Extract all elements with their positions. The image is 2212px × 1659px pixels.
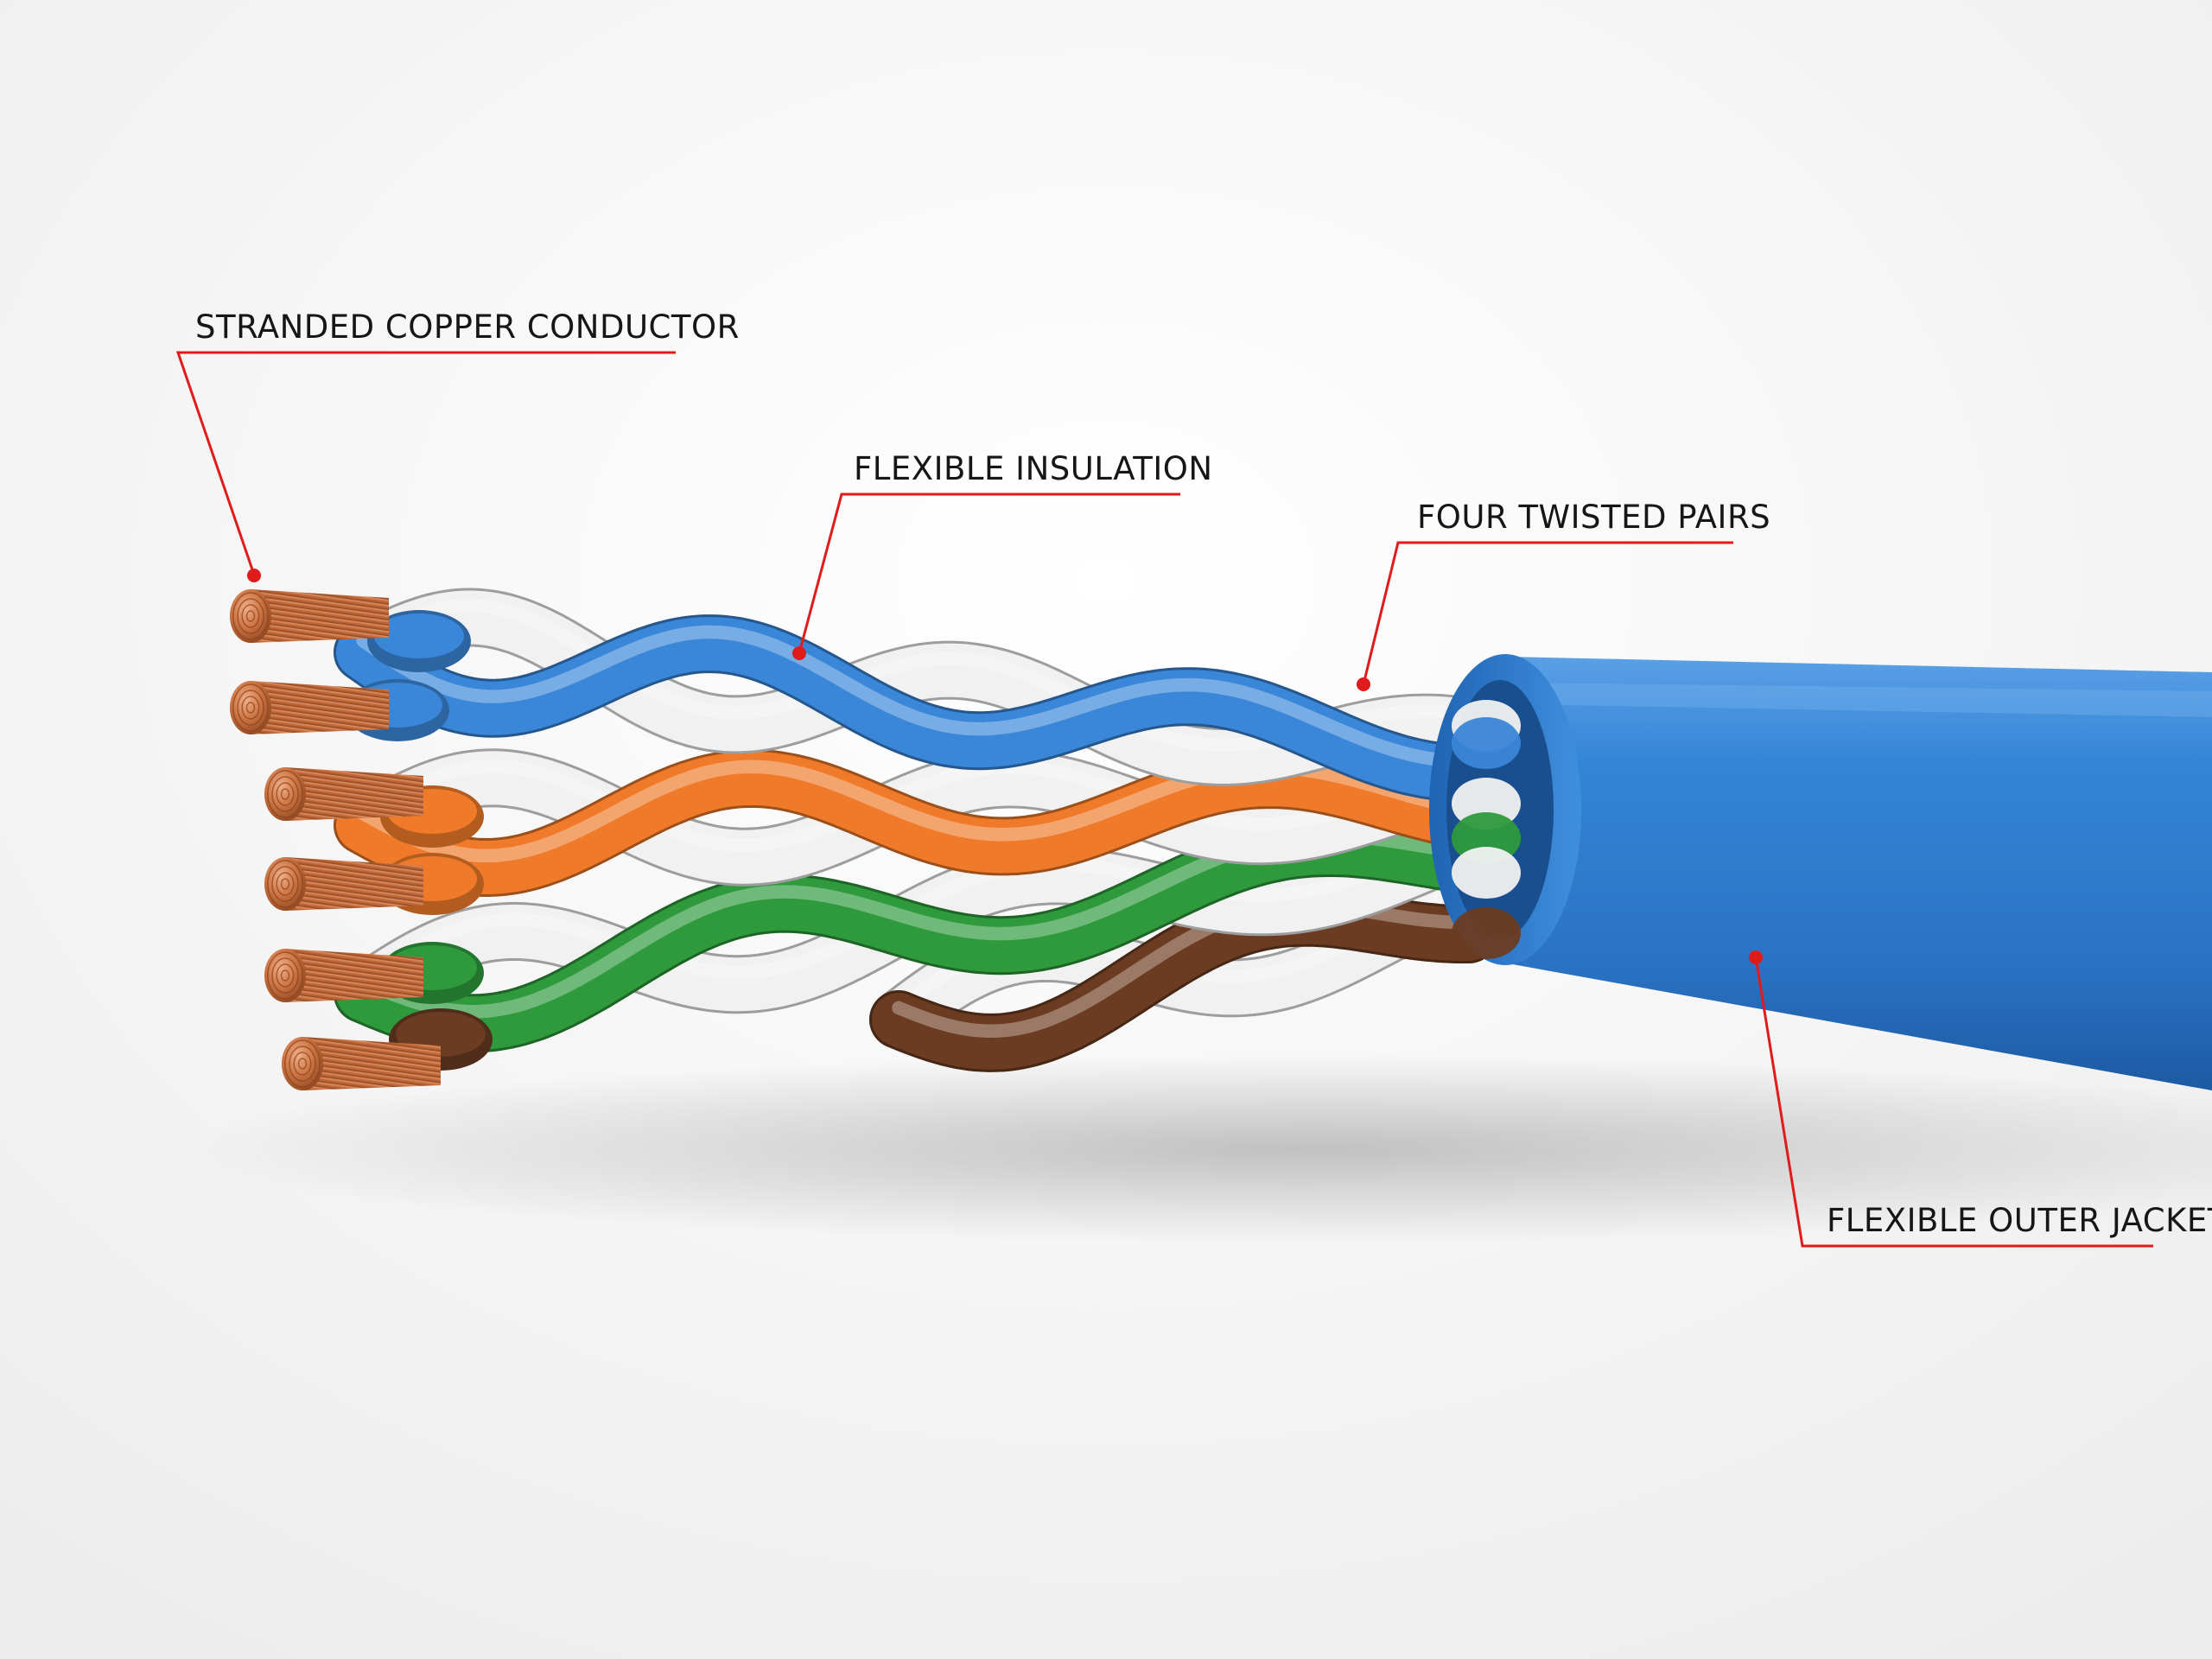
copper-conductor [264, 949, 423, 1002]
inner-wire-ends [1452, 700, 1521, 959]
copper-conductor [230, 589, 389, 643]
label-flexible-outer-jacket: FLEXIBLE OUTER JACKET [1827, 1202, 2212, 1239]
leader-lines [175, 351, 2153, 1248]
label-four-twisted-pairs: FOUR TWISTED PAIRS [1417, 499, 1771, 536]
copper-conductors [230, 589, 441, 1090]
dot-jacket [1749, 950, 1763, 964]
twisted-pairs [334, 588, 1498, 1072]
leader-pairs [1362, 541, 1733, 685]
leader-insulation [798, 493, 1180, 654]
pair-blue-solid [334, 614, 1497, 803]
label-flexible-insulation: FLEXIBLE INSULATION [854, 450, 1213, 487]
copper-conductor [264, 857, 423, 911]
copper-conductor [230, 681, 389, 734]
dot-insulation [792, 646, 806, 660]
wire-stub [367, 610, 471, 672]
copper-conductor [282, 1037, 441, 1090]
copper-conductor [264, 767, 423, 821]
outer-jacket [1488, 657, 2212, 1090]
dot-pairs [1357, 677, 1370, 691]
dot-conductor [247, 569, 261, 582]
leader-jacket [1754, 957, 2153, 1248]
cable-shadow [173, 1054, 2212, 1244]
label-stranded-copper-conductor: STRANDED COPPER CONDUCTOR [195, 308, 740, 346]
leader-conductor [175, 351, 676, 575]
leader-dots [247, 569, 1763, 964]
